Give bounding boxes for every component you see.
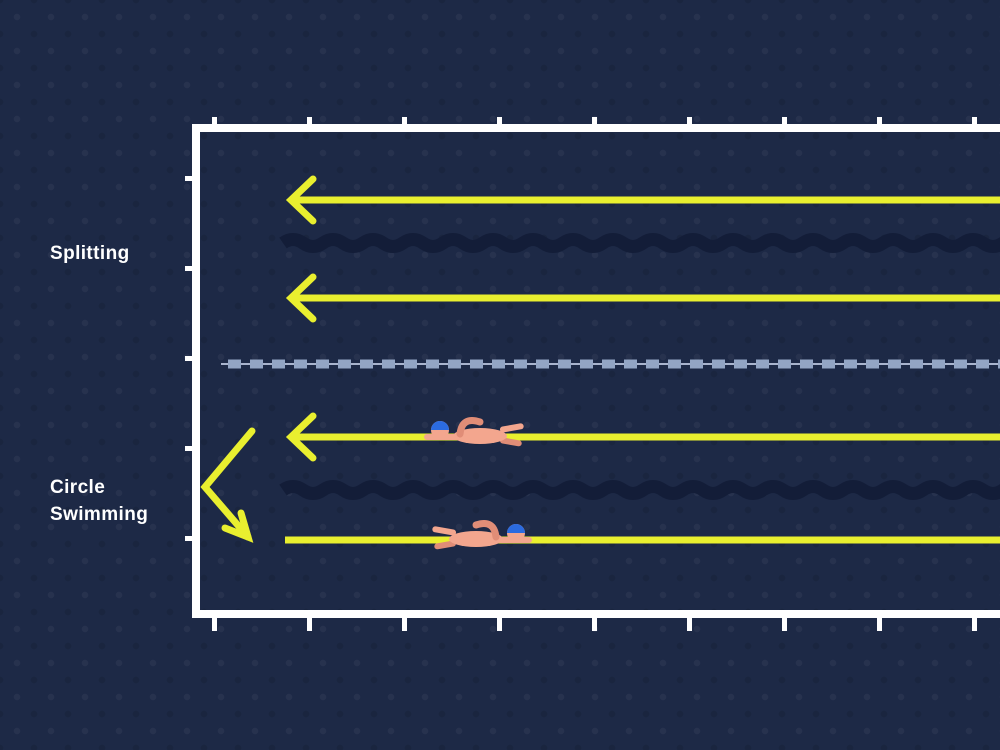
turn-arrow-icon — [200, 427, 256, 543]
tick-mark — [782, 117, 787, 132]
lane-rope-icon — [279, 480, 1000, 500]
tick-mark — [307, 616, 312, 631]
tick-mark — [877, 616, 882, 631]
tick-mark — [687, 117, 692, 132]
tick-mark — [592, 117, 597, 132]
lane-rope-icon — [279, 233, 1000, 253]
left-arrow-icon — [285, 412, 1000, 462]
left-arrow-icon — [285, 175, 1000, 225]
tick-mark — [212, 117, 217, 132]
tick-mark — [402, 117, 407, 132]
left-arrow-icon — [285, 273, 1000, 323]
label-circle-swimming: Circle Swimming — [50, 474, 148, 528]
swimmer-right-icon — [432, 520, 532, 550]
tick-mark — [185, 176, 200, 181]
tick-mark — [972, 616, 977, 631]
tick-mark — [212, 616, 217, 631]
tick-mark — [687, 616, 692, 631]
label-circle-line2: Swimming — [50, 504, 149, 525]
tick-mark — [185, 266, 200, 271]
tick-mark — [877, 117, 882, 132]
tick-mark — [185, 356, 200, 361]
tick-mark — [592, 616, 597, 631]
tick-mark — [402, 616, 407, 631]
tick-mark — [185, 536, 200, 541]
tick-mark — [782, 616, 787, 631]
tick-mark — [497, 117, 502, 132]
tick-mark — [185, 446, 200, 451]
tick-mark — [972, 117, 977, 132]
label-circle-line1: Circle — [50, 477, 106, 498]
tick-mark — [307, 117, 312, 132]
swimmer-left-icon — [424, 417, 524, 447]
label-splitting: Splitting — [50, 243, 130, 264]
tick-mark — [497, 616, 502, 631]
